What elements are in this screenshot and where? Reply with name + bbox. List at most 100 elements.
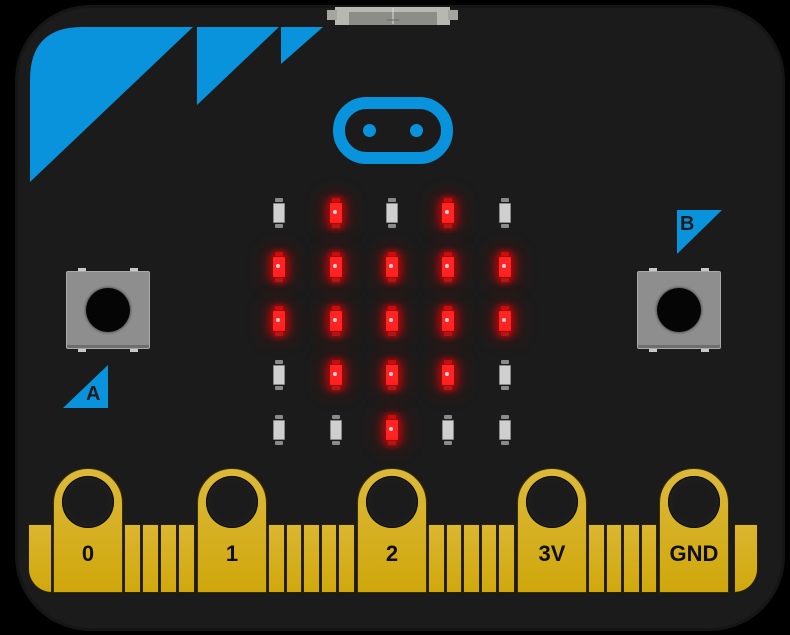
led-r2-c1 xyxy=(329,306,343,336)
button-b[interactable] xyxy=(637,268,721,352)
button-a-cap[interactable] xyxy=(86,288,130,332)
led-r0-c0 xyxy=(272,198,286,228)
led-r4-c1 xyxy=(329,415,343,445)
led-r0-c3 xyxy=(441,198,455,228)
led-body xyxy=(499,203,511,223)
edge-finger xyxy=(268,524,285,593)
led-cap xyxy=(501,332,509,336)
led-r1-c1 xyxy=(329,252,343,282)
edge-finger xyxy=(480,524,498,593)
led-cap xyxy=(275,415,283,419)
led-cap xyxy=(501,360,509,364)
led-cap xyxy=(444,278,452,282)
led-highlight xyxy=(333,318,337,322)
pin-hole xyxy=(526,476,578,528)
edge-finger xyxy=(428,524,445,593)
pin-1-label: 1 xyxy=(225,541,239,566)
led-cap xyxy=(388,386,396,390)
pin-hole xyxy=(668,476,720,528)
led-r1-c2 xyxy=(385,252,399,282)
led-highlight xyxy=(389,372,393,376)
led-highlight xyxy=(445,210,449,214)
led-highlight xyxy=(502,264,506,268)
edge-finger xyxy=(338,524,355,593)
led-cap xyxy=(388,415,396,419)
led-cap xyxy=(444,306,452,310)
pin-0-label: 0 xyxy=(81,541,95,566)
led-cap xyxy=(501,252,509,256)
led-highlight xyxy=(333,372,337,376)
pin-1-pad[interactable]: 1 xyxy=(197,468,267,593)
led-r1-c3 xyxy=(441,252,455,282)
triangle-icon xyxy=(63,365,108,408)
led-highlight xyxy=(502,318,506,322)
button-tab xyxy=(649,268,657,271)
led-cap xyxy=(444,224,452,228)
led-r0-c1 xyxy=(329,198,343,228)
led-cap xyxy=(332,224,340,228)
led-highlight xyxy=(389,427,393,431)
led-cap xyxy=(501,198,509,202)
edge-finger xyxy=(640,524,657,593)
edge-finger xyxy=(124,524,141,593)
edge-end-right xyxy=(734,524,758,593)
led-cap xyxy=(332,360,340,364)
microbit-logo-icon[interactable] xyxy=(333,97,453,164)
button-a[interactable] xyxy=(66,268,150,352)
led-cap xyxy=(388,198,396,202)
pin-3v-pad[interactable]: 3V xyxy=(517,468,587,593)
button-a-label: A xyxy=(63,365,109,409)
pin-gnd-pad[interactable]: GND xyxy=(659,468,729,593)
edge-finger xyxy=(605,524,622,593)
led-r3-c1 xyxy=(329,360,343,390)
led-cap xyxy=(501,306,509,310)
led-highlight xyxy=(389,318,393,322)
button-b-cap[interactable] xyxy=(657,288,701,332)
button-a-text: A xyxy=(86,383,101,405)
edge-finger xyxy=(178,524,195,593)
led-cap xyxy=(275,441,283,445)
edge-finger xyxy=(285,524,303,593)
edge-finger xyxy=(320,524,338,593)
led-cap xyxy=(444,252,452,256)
led-cap xyxy=(275,386,283,390)
led-highlight xyxy=(333,210,337,214)
led-r3-c4 xyxy=(498,360,512,390)
button-tab xyxy=(78,268,86,271)
led-body xyxy=(499,365,511,385)
led-r2-c4 xyxy=(498,306,512,336)
led-cap xyxy=(332,306,340,310)
pin-2-pad[interactable]: 2 xyxy=(357,468,427,593)
led-cap xyxy=(444,360,452,364)
led-cap xyxy=(388,224,396,228)
led-cap xyxy=(444,386,452,390)
led-body xyxy=(499,420,511,440)
edge-finger xyxy=(623,524,640,593)
led-highlight xyxy=(445,264,449,268)
edge-finger xyxy=(498,524,515,593)
led-body xyxy=(273,420,285,440)
led-cap xyxy=(275,360,283,364)
pin-2-label: 2 xyxy=(385,541,399,566)
led-cap xyxy=(388,278,396,282)
corner-stripes-decoration xyxy=(30,27,323,182)
led-highlight xyxy=(389,264,393,268)
led-r3-c2 xyxy=(385,360,399,390)
led-body xyxy=(273,203,285,223)
led-body xyxy=(330,420,342,440)
led-cap xyxy=(332,332,340,336)
led-cap xyxy=(275,224,283,228)
led-r2-c0 xyxy=(272,306,286,336)
led-r1-c4 xyxy=(498,252,512,282)
led-cap xyxy=(275,252,283,256)
pin-gnd-label: GND xyxy=(669,541,719,566)
led-cap xyxy=(332,415,340,419)
led-r2-c2 xyxy=(385,306,399,336)
led-cap xyxy=(444,198,452,202)
led-cap xyxy=(501,278,509,282)
pin-0-pad[interactable]: 0 xyxy=(53,468,123,593)
led-r4-c0 xyxy=(272,415,286,445)
led-r4-c3 xyxy=(441,415,455,445)
pin-hole xyxy=(206,476,258,528)
edge-connector: 0 1 2 3V GND xyxy=(28,468,764,598)
